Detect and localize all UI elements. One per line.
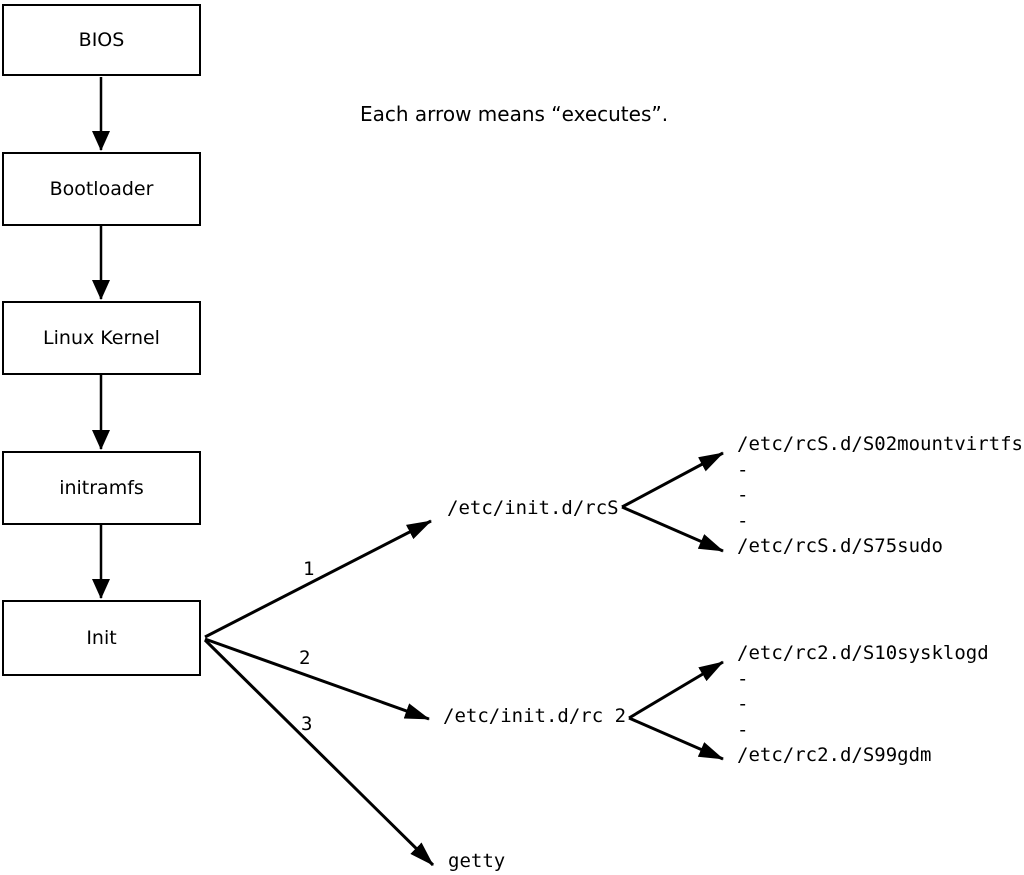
node-bios-label: BIOS <box>78 29 125 51</box>
arrow-init-to-getty <box>203 638 435 867</box>
rcs-script-entry: /etc/rcS.d/S75sudo <box>737 535 943 557</box>
branch-2-number: 2 <box>299 647 311 669</box>
arrow-rc2-to-first-script <box>628 660 724 720</box>
rc2-script-entry: /etc/rc2.d/S10sysklogd <box>737 642 989 664</box>
arrow-init-to-rcs <box>204 519 432 639</box>
branch-3-number: 3 <box>301 713 313 735</box>
arrow-rcs-to-first-script <box>621 451 724 509</box>
node-linux-kernel: Linux Kernel <box>2 301 201 375</box>
rc2-script-entry: /etc/rc2.d/S99gdm <box>737 744 932 766</box>
rcs-script-ellipsis: - <box>737 458 749 481</box>
node-linux-kernel-label: Linux Kernel <box>43 327 160 349</box>
rc2-script-list: /etc/rc2.d/S10sysklogd - - - /etc/rc2.d/… <box>737 641 989 769</box>
node-init-label: Init <box>86 627 117 649</box>
node-init: Init <box>2 600 201 676</box>
rcs-script-list: /etc/rcS.d/S02mountvirtfs - - - /etc/rcS… <box>737 432 1023 560</box>
rc2-script-ellipsis: - <box>737 693 749 715</box>
arrow-rcs-to-last-script <box>621 505 724 553</box>
node-bootloader: Bootloader <box>2 152 201 226</box>
rc2-script-ellipsis: - <box>737 718 749 741</box>
arrow-init-to-rc2 <box>204 637 430 721</box>
rcs-script-ellipsis: - <box>737 484 749 506</box>
arrow-rc2-to-last-script <box>628 716 724 761</box>
legend-note: Each arrow means “executes”. <box>360 102 669 126</box>
branch-1-target: /etc/init.d/rcS <box>447 497 619 519</box>
node-initramfs-label: initramfs <box>59 477 144 499</box>
rc2-script-ellipsis: - <box>737 667 749 690</box>
rcs-script-ellipsis: - <box>737 509 749 532</box>
node-bios: BIOS <box>2 4 201 76</box>
rcs-script-entry: /etc/rcS.d/S02mountvirtfs <box>737 433 1023 455</box>
node-bootloader-label: Bootloader <box>49 178 154 200</box>
branch-1-number: 1 <box>303 558 315 580</box>
node-initramfs: initramfs <box>2 451 201 525</box>
branch-3-target: getty <box>448 850 506 872</box>
branch-2-target: /etc/init.d/rc 2 <box>443 705 627 727</box>
